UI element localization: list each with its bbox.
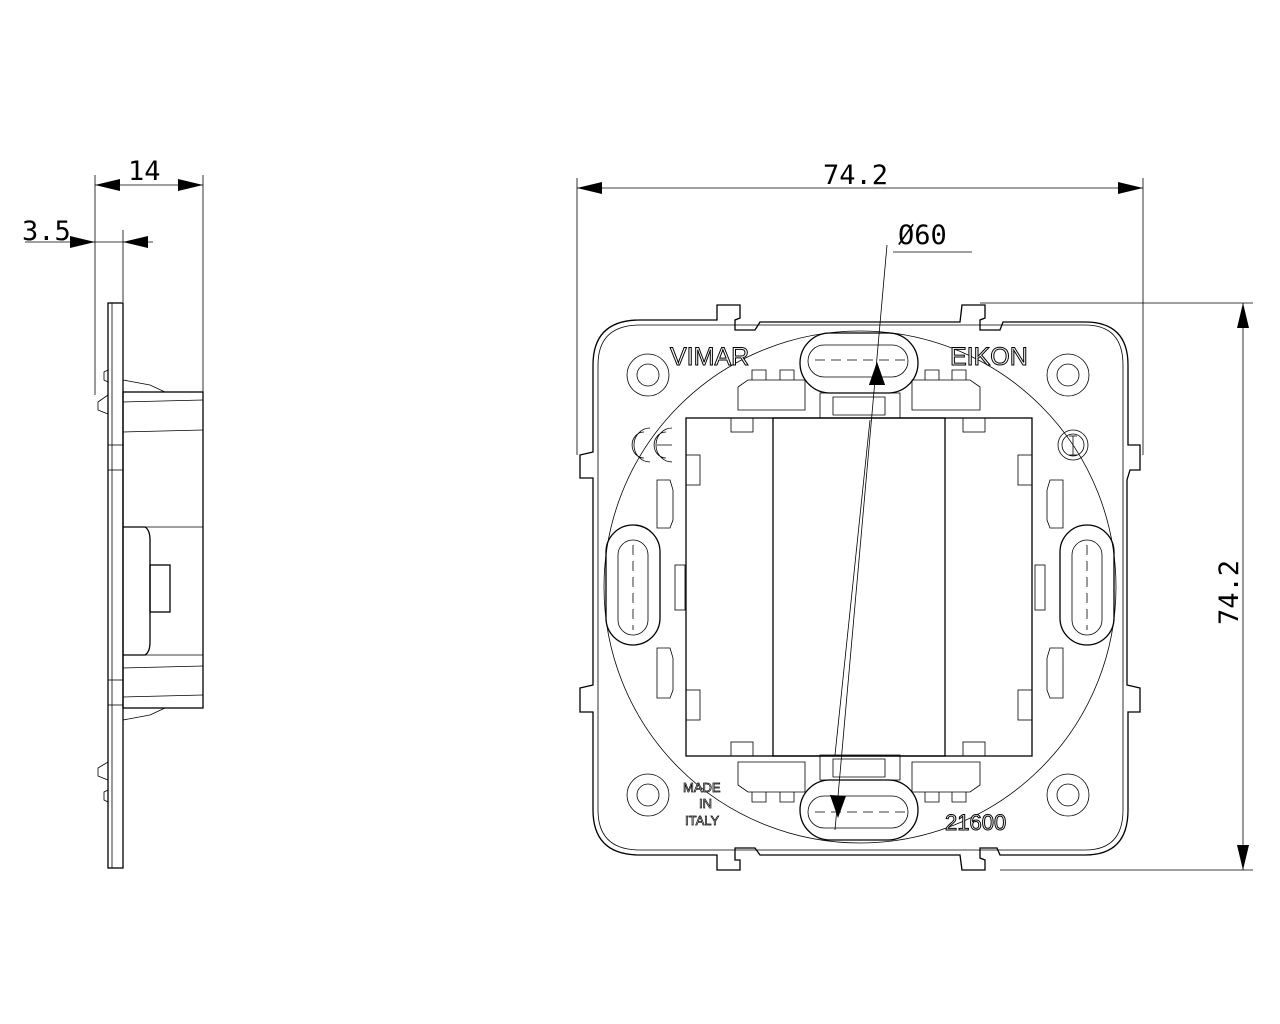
side-body	[122, 391, 204, 709]
arrow-icon	[95, 179, 120, 191]
origin-line-2: IN	[699, 796, 712, 811]
fixing-slots	[605, 332, 1115, 841]
part-number: 21600	[945, 810, 1006, 835]
dimension-width: 74.2	[823, 160, 888, 191]
arrow-icon	[577, 182, 602, 194]
origin-line-3: ITALY	[685, 813, 720, 828]
side-plate	[107, 302, 124, 869]
arrow-icon	[1237, 303, 1249, 328]
front-view: 74.2 74.2 Ø60	[576, 160, 1253, 871]
clips	[656, 369, 1064, 803]
series-label: EIKON	[950, 343, 1028, 371]
arrow-icon	[178, 179, 203, 191]
ce-mark-icon	[631, 427, 673, 463]
arrow-icon	[1118, 182, 1143, 194]
dimension-depth: 14	[128, 156, 161, 187]
imq-mark-icon	[1057, 429, 1089, 461]
origin-line-1: MADE	[683, 780, 721, 795]
arrow-icon	[830, 795, 846, 818]
diameter-circle	[603, 330, 1117, 844]
mechanism-body	[685, 417, 1033, 757]
arrow-icon	[1237, 845, 1249, 870]
dimension-height: 74.2	[1214, 560, 1245, 625]
mounting-frame	[579, 304, 1141, 871]
screw-holes	[626, 353, 1090, 817]
dimension-diameter: Ø60	[898, 220, 947, 251]
dimension-plate-offset: 3.5	[22, 216, 71, 247]
arrow-icon	[70, 236, 95, 248]
side-view: 14 3.5	[22, 156, 204, 869]
brand-label: VIMAR	[670, 343, 749, 371]
arrow-icon	[123, 236, 148, 248]
rocker-button	[772, 417, 946, 757]
